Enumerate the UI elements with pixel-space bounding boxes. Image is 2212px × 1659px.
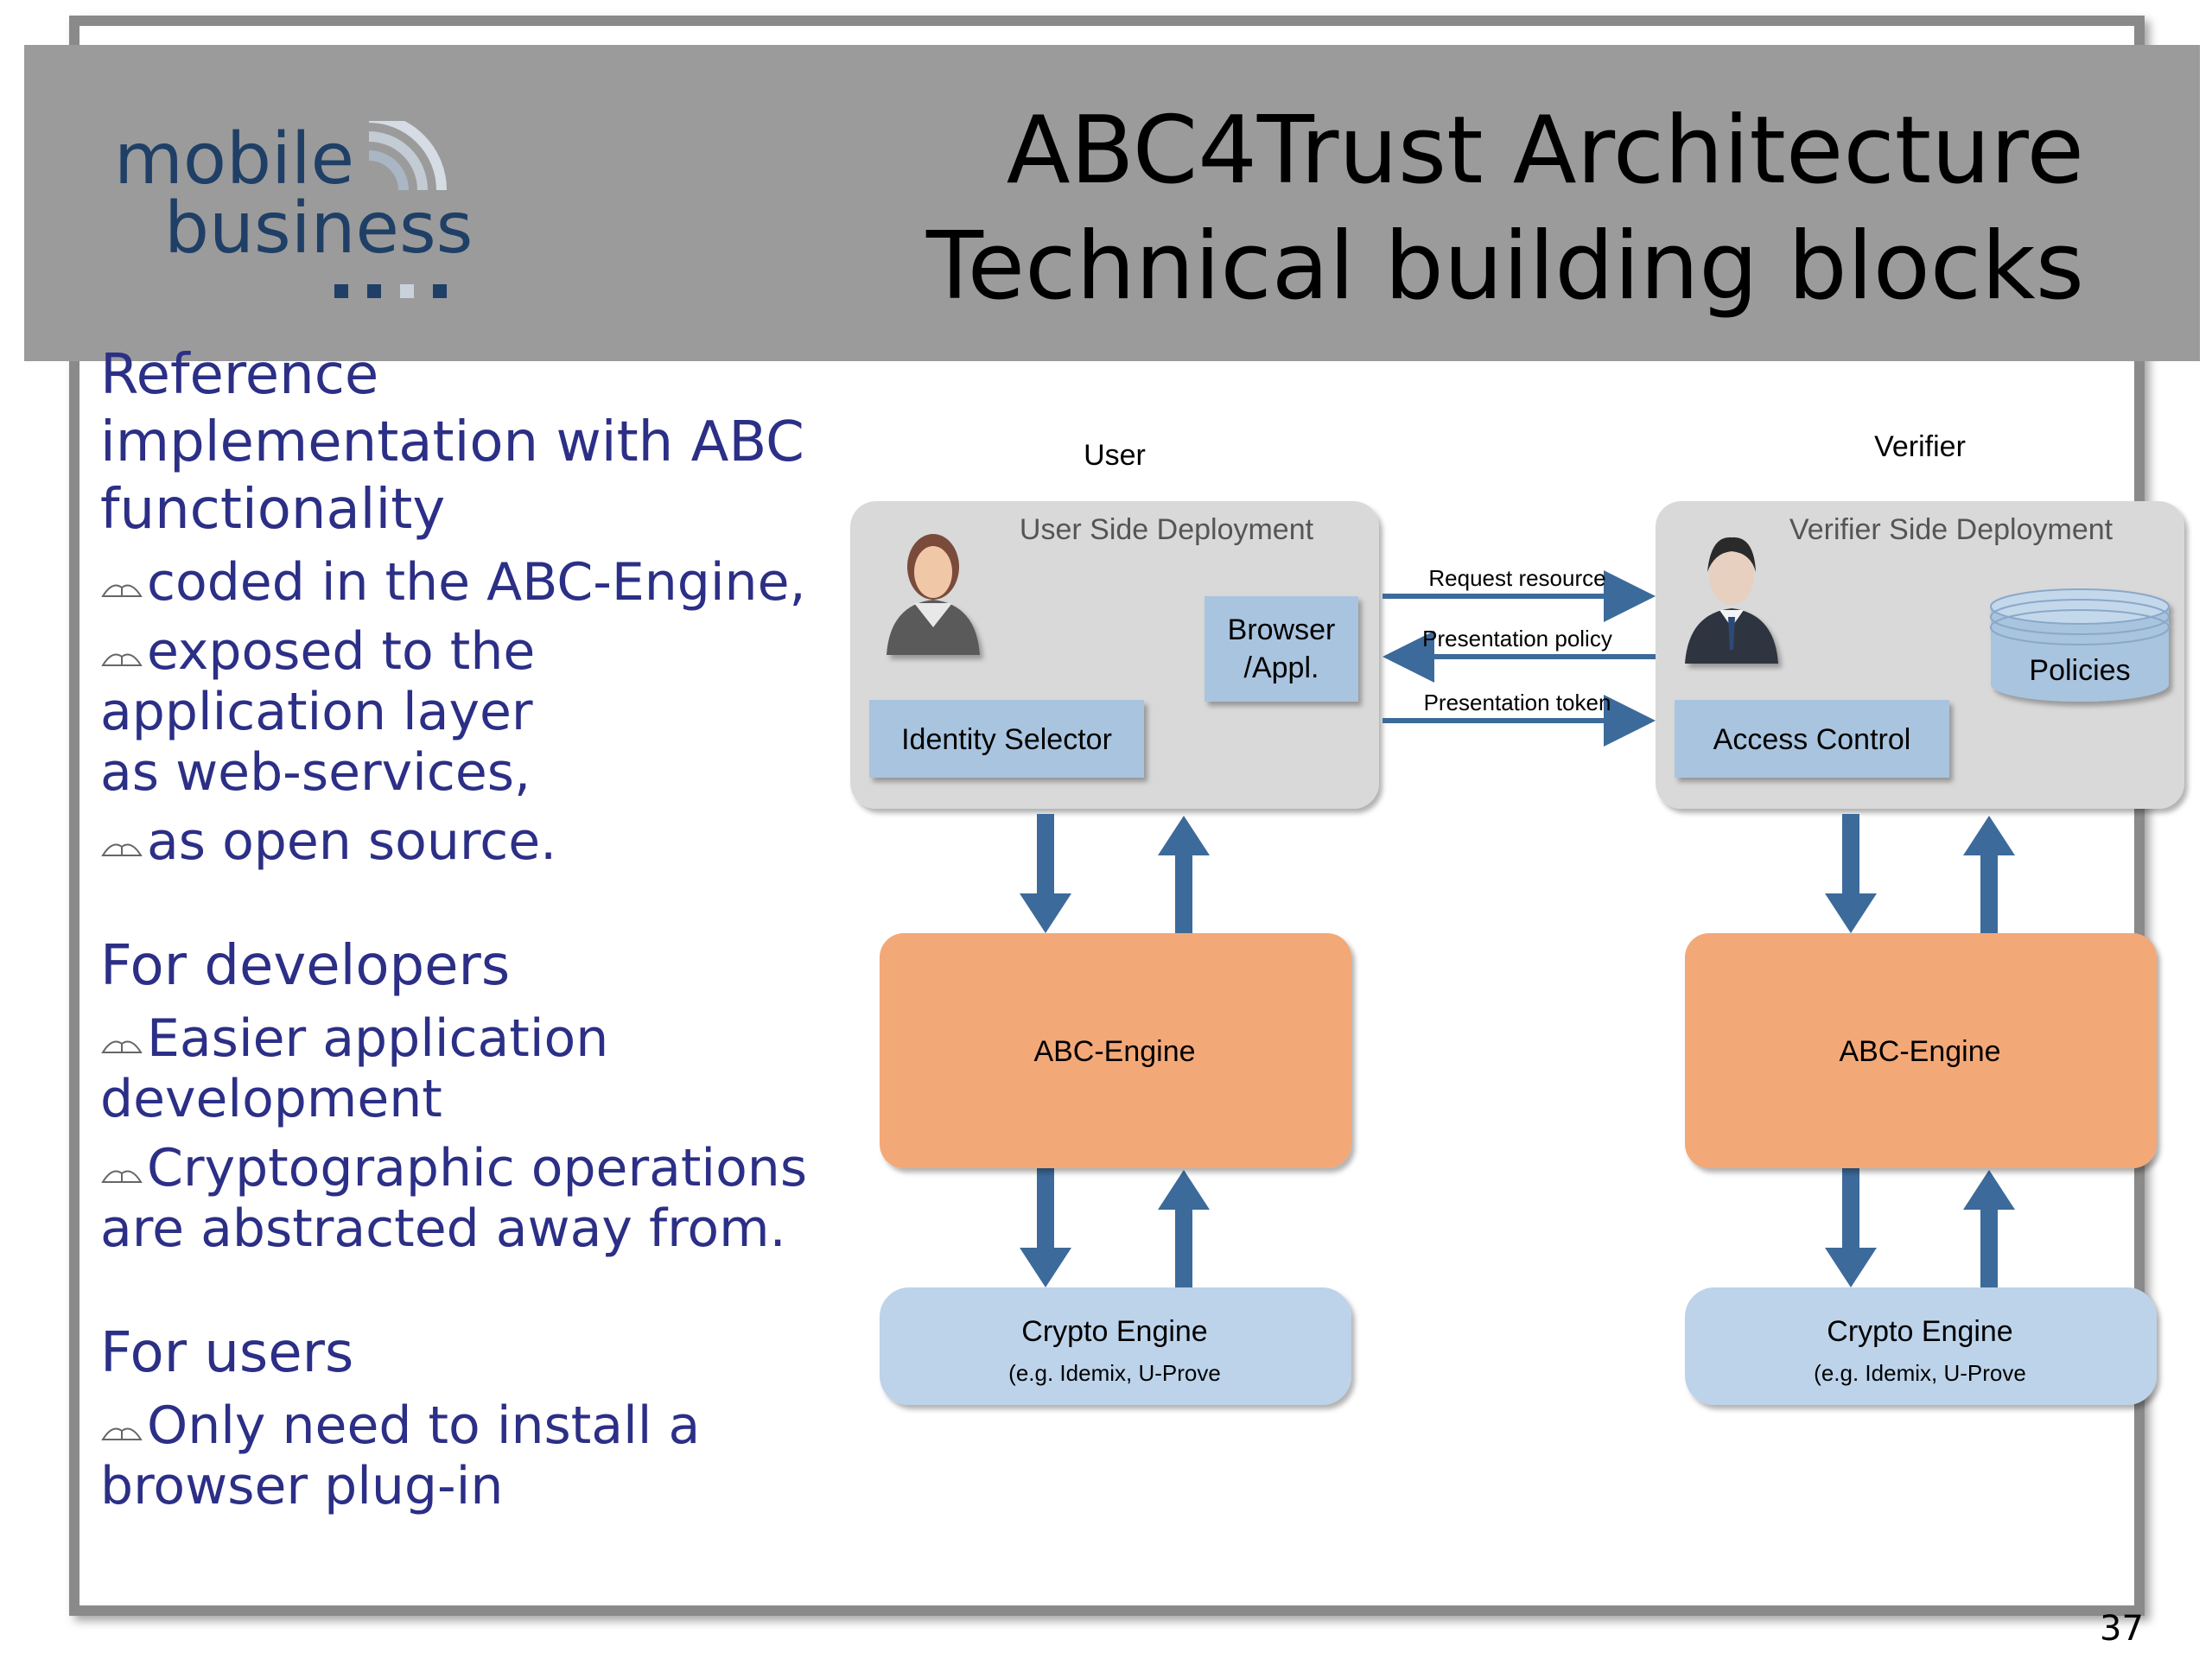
female-user-icon	[887, 534, 980, 655]
verifier-abc-engine-label: ABC-Engine	[1839, 1035, 2000, 1068]
page-number: 37	[2100, 1609, 2144, 1649]
logo-word-mobile: mobile	[114, 118, 355, 200]
architecture-diagram: User Verifier User Side Deployment Brows…	[850, 430, 2184, 1405]
bullet-item: Cryptographic operations are abstracted …	[100, 1138, 826, 1259]
book-bullet-icon	[101, 1170, 143, 1183]
slide-title-line1: ABC4Trust Architecture	[1006, 97, 2084, 205]
book-bullet-icon	[101, 653, 143, 666]
user-crypto-engine-note: (e.g. Idemix, U-Prove	[1008, 1360, 1221, 1386]
user-vertical-arrows	[1020, 814, 1210, 1287]
logo-dots-icon	[334, 284, 447, 298]
logo-word-business: business	[164, 188, 474, 270]
user-crypto-engine-box	[880, 1287, 1351, 1405]
heading-developers: For developers	[100, 934, 511, 998]
identity-selector-box	[869, 700, 1144, 778]
slide-title-line2: Technical building blocks	[926, 213, 2084, 321]
verifier-abc-engine-box	[1685, 933, 2157, 1168]
verifier-side-deployment-title: Verifier Side Deployment	[1789, 513, 2113, 546]
bullet-text: coded in the ABC-Engine,	[147, 552, 806, 613]
bullet-text: exposed to the application layer	[100, 621, 536, 742]
heading-reference: Reference implementation with ABC functi…	[100, 343, 804, 542]
verifier-crypto-engine-box	[1685, 1287, 2157, 1405]
verifier-column-label: Verifier	[1874, 430, 1966, 463]
heading-users: For users	[100, 1321, 354, 1385]
browser-appl-line1: Browser	[1228, 613, 1336, 646]
bullet-item: coded in the ABC-Engine,	[100, 552, 826, 613]
access-control-label: Access Control	[1713, 723, 1911, 756]
request-resource-label: Request resource	[1428, 565, 1605, 591]
presentation-policy-label: Presentation policy	[1422, 626, 1612, 652]
user-column-label: User	[1084, 439, 1146, 472]
book-bullet-icon	[101, 1427, 143, 1440]
verifier-vertical-arrows	[1825, 814, 2015, 1287]
user-abc-engine-box	[880, 933, 1351, 1168]
bullet-text: as open source.	[147, 811, 557, 872]
mobile-business-logo: mobile business	[114, 121, 477, 311]
bullet-text: Only need to install a browser plug-in	[100, 1395, 701, 1516]
bullet-item: as open source.	[100, 811, 826, 872]
identity-selector-label: Identity Selector	[901, 723, 1112, 756]
book-bullet-icon	[101, 584, 143, 597]
left-text-panel: Reference implementation with ABC functi…	[100, 341, 826, 1516]
user-crypto-engine-label: Crypto Engine	[1021, 1315, 1207, 1348]
book-bullet-icon	[101, 1040, 143, 1053]
continuation-text: as web-services,	[100, 742, 531, 803]
signal-arcs-icon	[368, 121, 447, 191]
user-side-deployment-title: User Side Deployment	[1020, 513, 1314, 546]
access-control-box	[1675, 700, 1949, 778]
slide-frame	[69, 16, 2145, 1616]
policies-label: Policies	[2029, 654, 2130, 687]
bullet-text: Easier application development	[100, 1008, 609, 1129]
bullet-text: Cryptographic operations are abstracted …	[100, 1138, 808, 1259]
bullet-item: exposed to the application layer	[100, 621, 826, 742]
browser-appl-line2: /Appl.	[1244, 652, 1319, 684]
bullet-item: Only need to install a browser plug-in	[100, 1395, 826, 1516]
user-abc-engine-label: ABC-Engine	[1033, 1035, 1195, 1068]
verifier-crypto-engine-note: (e.g. Idemix, U-Prove	[1814, 1360, 2026, 1386]
browser-appl-box	[1205, 596, 1358, 702]
bullet-item: Easier application development	[100, 1008, 826, 1129]
presentation-token-label: Presentation token	[1424, 690, 1611, 715]
policies-database	[1990, 588, 2170, 702]
book-bullet-icon	[101, 843, 143, 856]
slide-header	[24, 45, 2200, 361]
verifier-crypto-engine-label: Crypto Engine	[1827, 1315, 2012, 1348]
slide-title: ABC4Trust Architecture Technical buildin…	[926, 93, 2084, 325]
male-verifier-icon	[1685, 537, 1778, 664]
